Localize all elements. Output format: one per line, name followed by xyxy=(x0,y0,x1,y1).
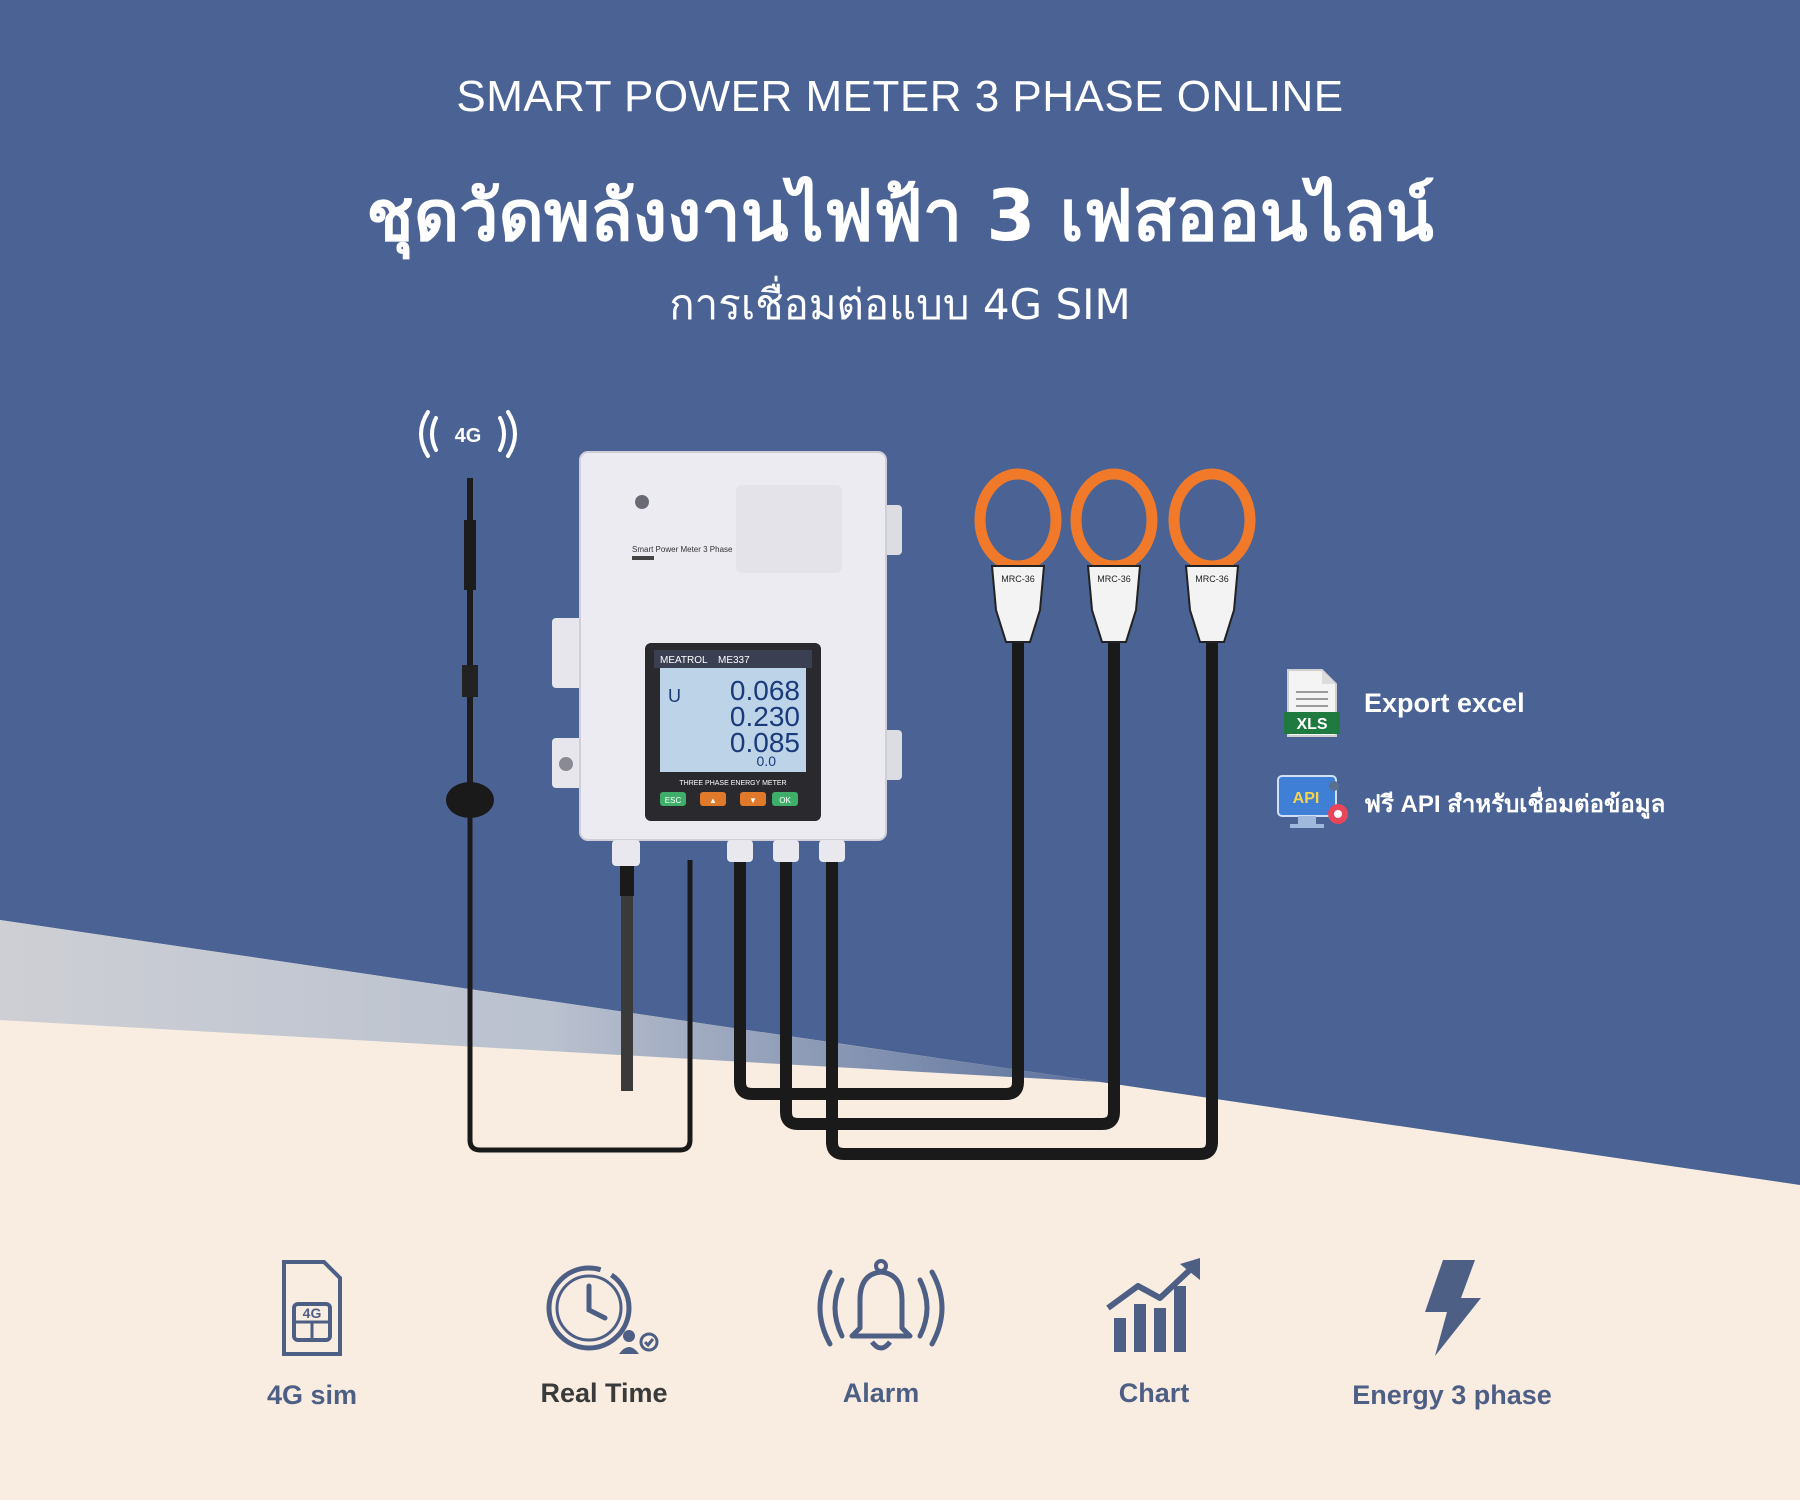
clamp-2: MRC-36 xyxy=(1070,468,1158,643)
feature-energy-label: Energy 3 phase xyxy=(1352,1380,1552,1410)
clamp-1: MRC-36 xyxy=(974,468,1062,643)
feature-row: 4G 4G sim Real Time xyxy=(0,1220,1800,1420)
feature-energy: Energy 3 phase xyxy=(1322,1238,1582,1411)
free-api-feature: API ฟรี API สำหรับเชื่อมต่อข้อมูล xyxy=(1276,774,1665,832)
api-icon-text: API xyxy=(1293,790,1320,807)
ok-button: OK xyxy=(779,796,791,805)
clamp-3: MRC-36 xyxy=(1168,468,1256,643)
antenna-badge: 4G xyxy=(455,425,482,447)
sim-card-icon: 4G xyxy=(282,1260,342,1356)
feature-alarm-label: Alarm xyxy=(842,1378,920,1408)
panel-caption: THREE PHASE ENERGY METER xyxy=(679,780,786,787)
clock-user-icon xyxy=(546,1265,659,1354)
wifi-4g-icon xyxy=(419,410,517,458)
feature-real-time: Real Time xyxy=(474,1236,734,1409)
svg-text:U: U xyxy=(668,686,681,706)
feature-alarm: Alarm xyxy=(751,1236,1011,1409)
bar-chart-icon xyxy=(1106,1258,1200,1352)
reading-3: 0.085 xyxy=(730,727,800,758)
xls-file-icon: XLS xyxy=(1284,669,1340,737)
up-button: ▲ xyxy=(709,796,717,805)
reading-1: 0.068 xyxy=(730,675,800,706)
xls-icon-text: XLS xyxy=(1296,716,1327,733)
esc-button: ESC xyxy=(665,796,682,805)
clamp-cables xyxy=(734,640,1218,1160)
feature-chart-label: Chart xyxy=(1118,1378,1190,1408)
export-excel-label: Export excel xyxy=(1364,687,1525,718)
free-api-label: ฟรี API สำหรับเชื่อมต่อข้อมูล xyxy=(1364,790,1666,818)
meter-buttons: ESC ▲ ▼ OK xyxy=(660,792,798,806)
bell-icon xyxy=(817,1259,945,1351)
clamp-1-model: MRC-36 xyxy=(1001,574,1035,584)
down-button: ▼ xyxy=(749,796,757,805)
sim-icon-text: 4G xyxy=(303,1305,322,1321)
lightning-icon xyxy=(1425,1260,1481,1356)
clamp-3-model: MRC-36 xyxy=(1195,574,1229,584)
feature-4g-sim: 4G 4G sim xyxy=(182,1238,442,1411)
feature-4g-sim-label: 4G sim xyxy=(266,1380,358,1410)
feature-chart: Chart xyxy=(1024,1236,1284,1409)
page-title: ชุดวัดพลังงานไฟฟ้า 3 เฟสออนไลน์ xyxy=(366,175,1434,257)
reading-small: 0.0 xyxy=(757,753,777,769)
subtitle-en: SMART POWER METER 3 PHASE ONLINE xyxy=(456,72,1344,121)
brand-label: MEATROL xyxy=(660,655,708,666)
model-label: ME337 xyxy=(718,655,750,666)
export-excel-feature: XLS Export excel xyxy=(1284,668,1525,738)
api-monitor-icon: API xyxy=(1277,775,1348,828)
box-label: Smart Power Meter 3 Phase xyxy=(632,545,733,554)
feature-real-time-label: Real Time xyxy=(540,1378,668,1408)
clamp-2-model: MRC-36 xyxy=(1097,574,1131,584)
connection-subtitle: การเชื่อมต่อแบบ 4G SIM xyxy=(669,280,1131,329)
reading-2: 0.230 xyxy=(730,701,800,732)
antenna: 4G xyxy=(419,410,693,1153)
meter-box: Smart Power Meter 3 Phase MEATROL ME337 … xyxy=(552,451,902,1091)
